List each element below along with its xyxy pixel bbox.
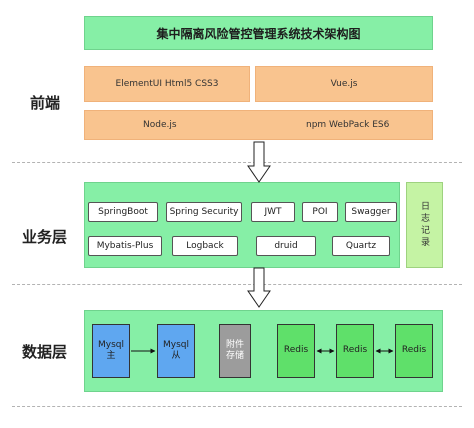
db-attachment-storage: 附件 存储 — [219, 324, 251, 378]
db-mysql-master: Mysql 主 — [92, 324, 130, 378]
log-box: 日志记录 — [406, 182, 443, 268]
chip-jwt: JWT — [251, 202, 295, 222]
chip-poi: POI — [302, 202, 338, 222]
data-panel — [84, 310, 443, 392]
frontend-box-vue: Vue.js — [255, 66, 433, 102]
block-arrow-business-to-data — [247, 267, 271, 308]
chip-spring-security: Spring Security — [166, 202, 242, 222]
diagram-title: 集中隔离风险管控管理系统技术架构图 — [84, 16, 433, 50]
chip-mybatis-plus: Mybatis-Plus — [88, 236, 162, 256]
chip-quartz: Quartz — [332, 236, 390, 256]
frontend-box-elementui: ElementUI Html5 CSS3 — [84, 66, 250, 102]
layer-label-business: 业务层 — [22, 228, 68, 246]
db-redis-2: Redis — [336, 324, 374, 378]
frontend-node: Node.js — [143, 120, 177, 130]
chip-swagger: Swagger — [345, 202, 397, 222]
chip-springboot: SpringBoot — [88, 202, 158, 222]
frontend-box-node-npm: Node.js npm WebPack ES6 — [84, 110, 433, 140]
layer-label-frontend: 前端 — [30, 94, 61, 112]
db-redis-1: Redis — [277, 324, 315, 378]
chip-druid: druid — [256, 236, 316, 256]
divider-frontend-business — [12, 162, 462, 163]
db-redis-3: Redis — [395, 324, 433, 378]
divider-business-data — [12, 284, 462, 285]
log-label: 日志记录 — [419, 201, 429, 249]
layer-label-data: 数据层 — [22, 343, 68, 361]
chip-logback: Logback — [172, 236, 238, 256]
frontend-npm: npm WebPack ES6 — [306, 120, 390, 130]
db-mysql-slave: Mysql 从 — [157, 324, 195, 378]
divider-bottom — [12, 406, 462, 407]
